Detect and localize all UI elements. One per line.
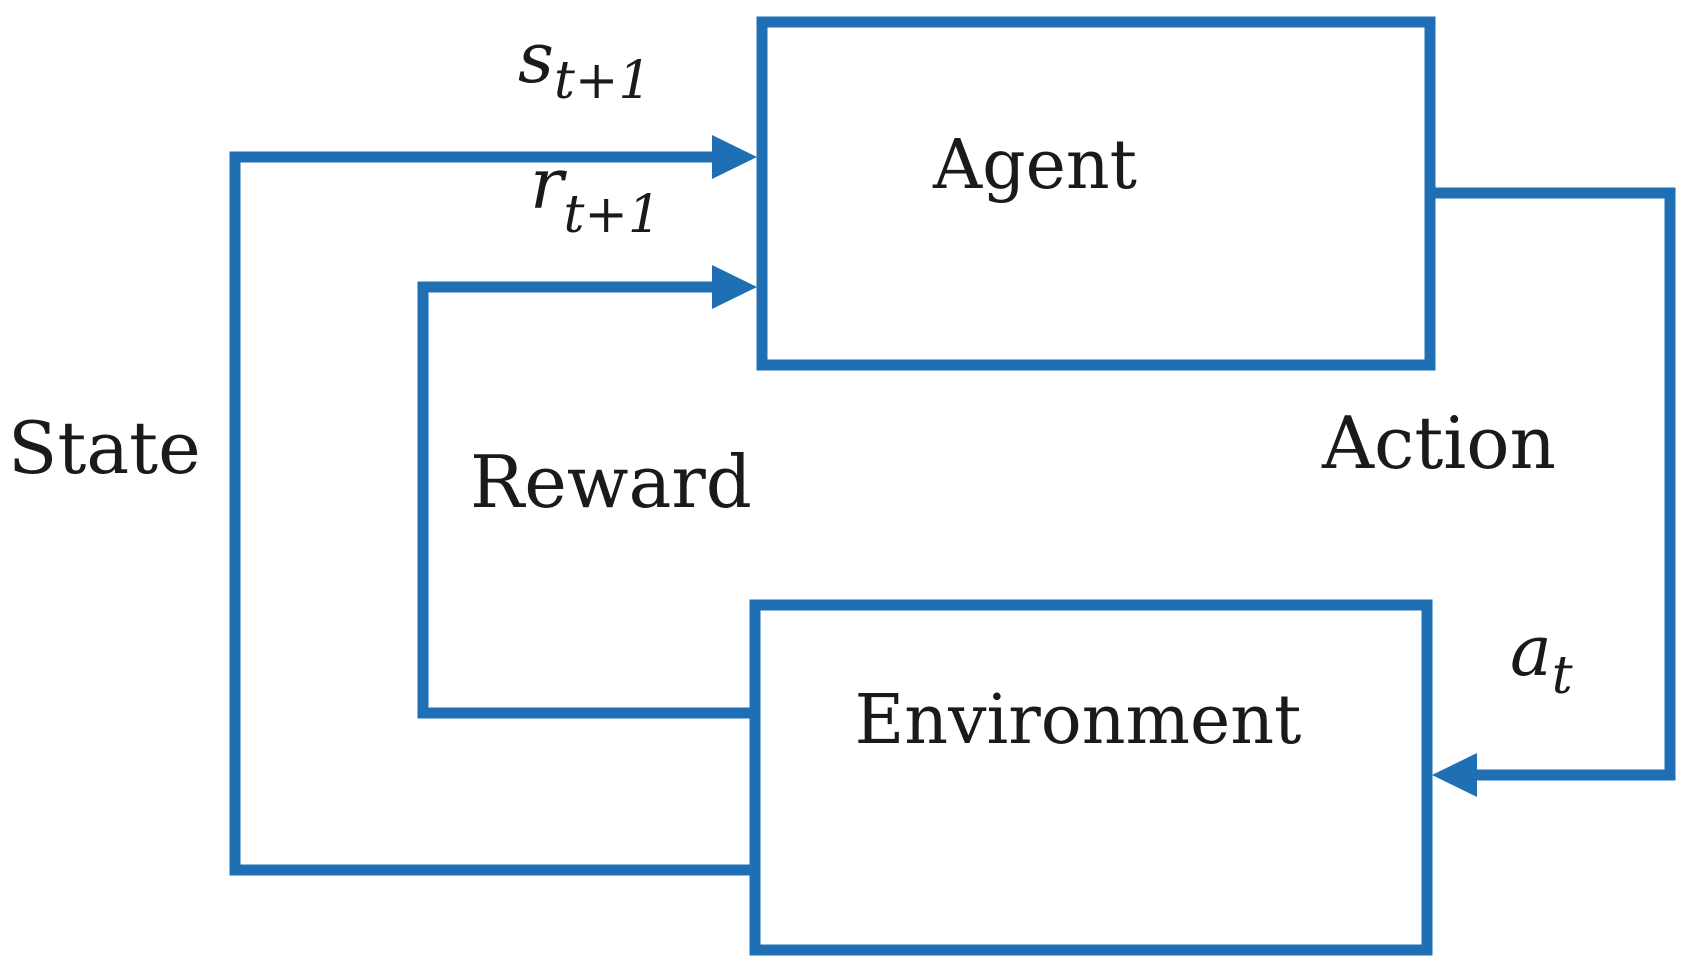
- agent-box: [756, 16, 1436, 371]
- reward-arrowhead: [712, 265, 757, 309]
- action-symbol-base: a: [1510, 610, 1552, 692]
- environment-box: [749, 599, 1433, 956]
- action-symbol-subscript: t: [1552, 646, 1573, 706]
- state-symbol: st+1: [518, 17, 652, 111]
- state-symbol-base: s: [518, 17, 554, 99]
- reward-symbol-subscript: t+1: [563, 185, 661, 245]
- state-connector: [229, 151, 761, 876]
- state-symbol-subscript: t+1: [554, 51, 652, 111]
- reward-symbol-base: r: [530, 143, 567, 225]
- state-label: State: [8, 406, 201, 490]
- environment-label: Environment: [855, 681, 1302, 760]
- reward-label: Reward: [470, 440, 752, 524]
- action-connector: [1424, 187, 1676, 781]
- action-arrowhead: [1432, 753, 1477, 797]
- action-label: Action: [1321, 401, 1556, 485]
- state-arrowhead: [712, 135, 757, 179]
- reward-symbol: rt+1: [530, 143, 661, 245]
- reward-connector: [417, 281, 761, 719]
- action-symbol: at: [1510, 610, 1573, 706]
- agent-label: Agent: [932, 126, 1137, 205]
